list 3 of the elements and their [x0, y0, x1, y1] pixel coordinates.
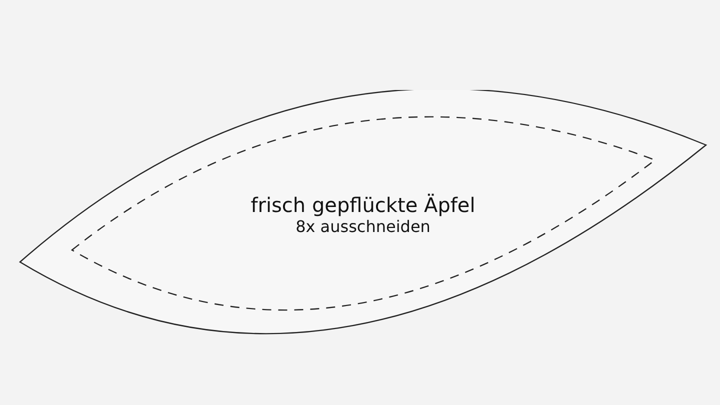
instruction-text: 8x ausschneiden	[296, 217, 430, 236]
heading-text: frisch gepflückte Äpfel	[250, 193, 476, 217]
pattern-piece	[18, 90, 708, 335]
